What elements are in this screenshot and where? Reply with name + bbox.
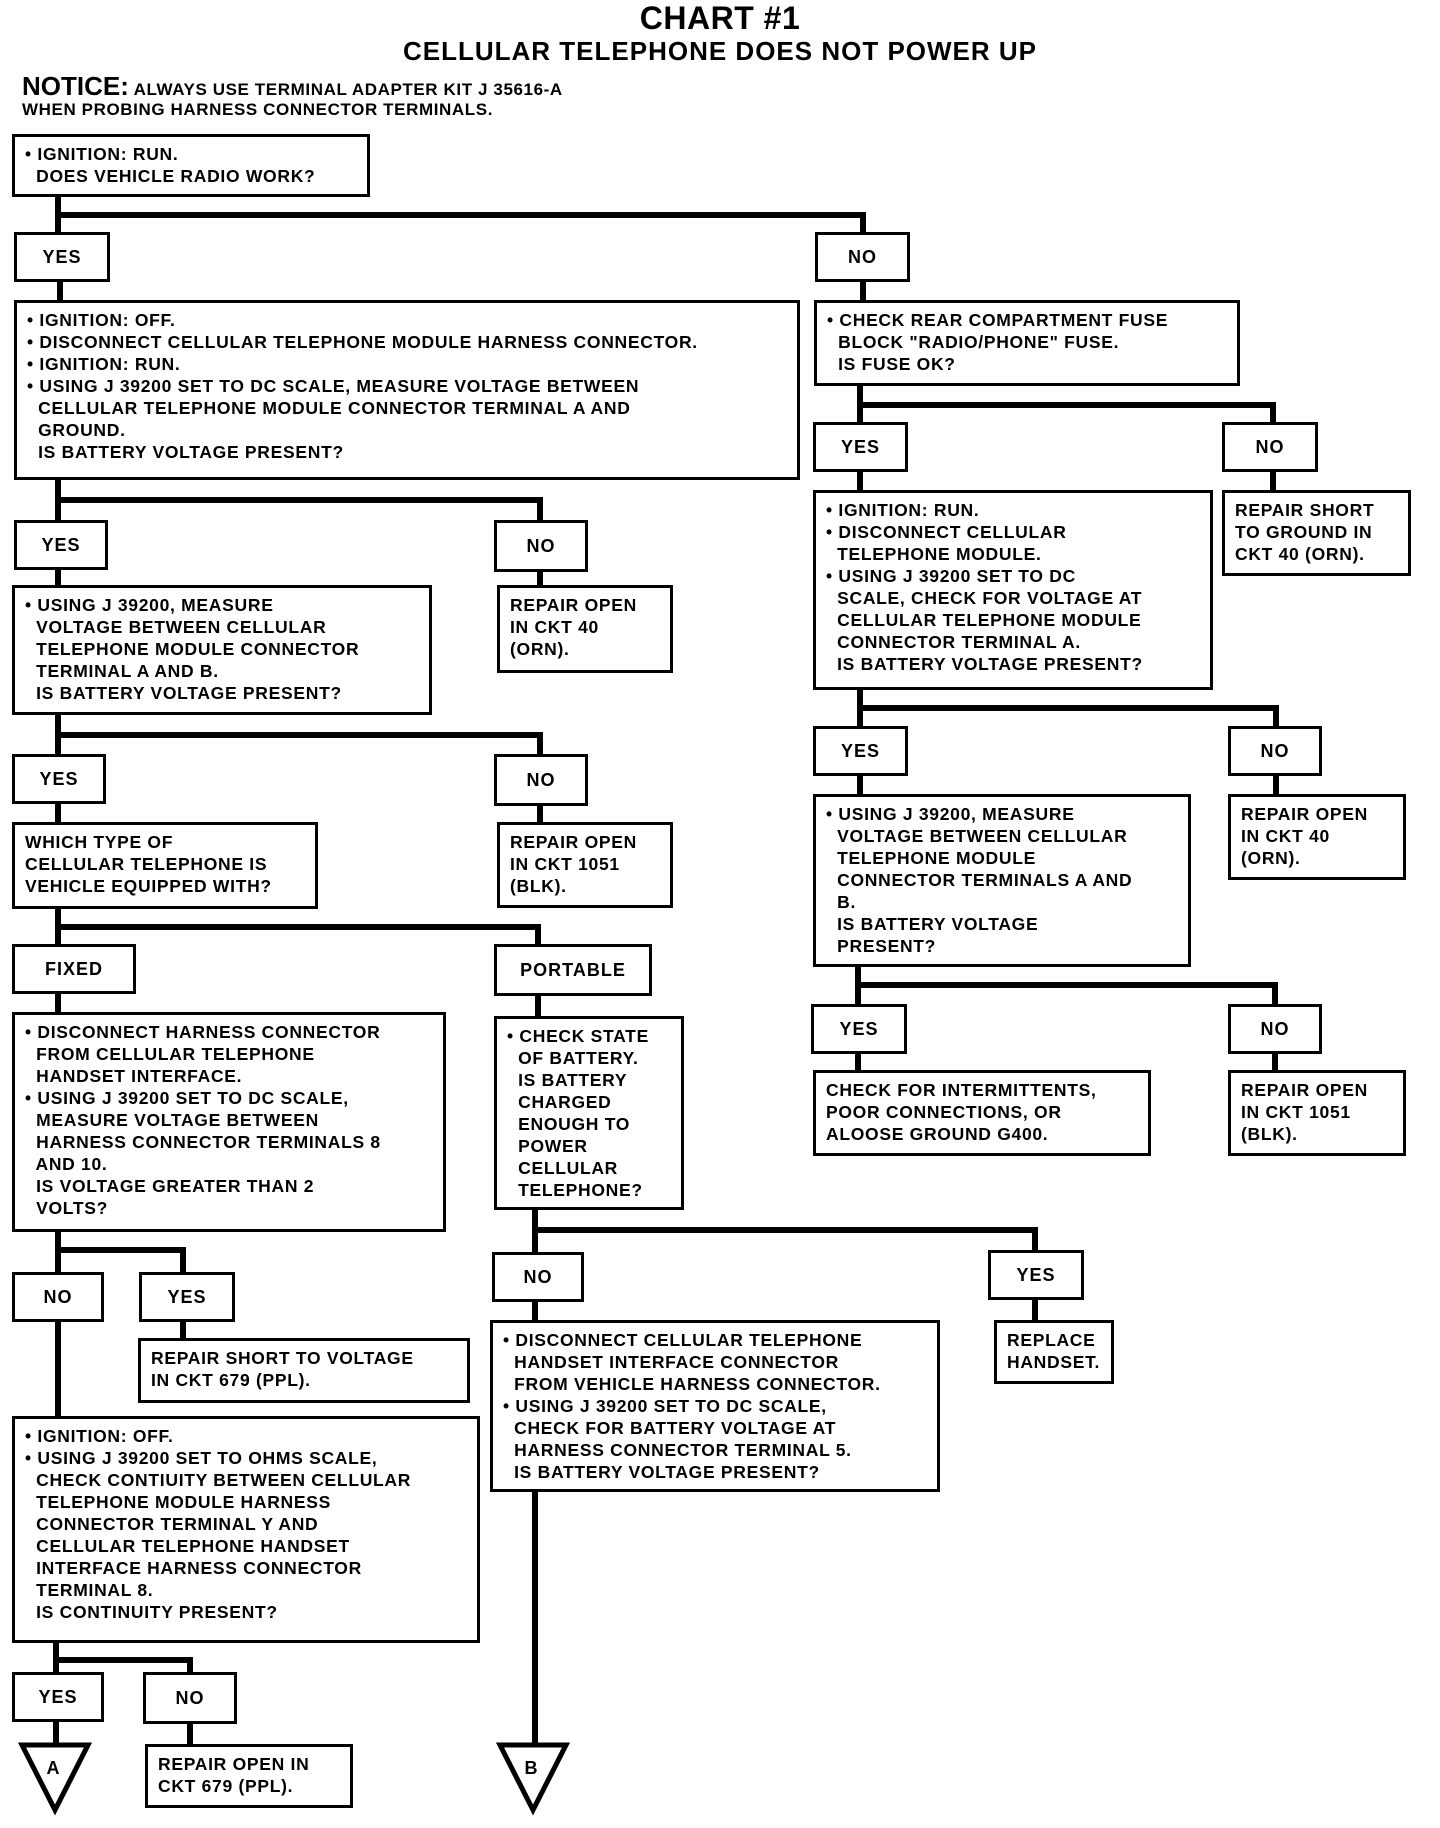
connector [55,475,543,523]
branch-no: NO [494,754,588,806]
step-ignition-run-radio: • IGNITION: RUN. DOES VEHICLE RADIO WORK… [12,134,370,197]
connector [55,709,543,757]
step-check-voltage-terminal-a: • IGNITION: RUN. • DISCONNECT CELLULAR T… [813,490,1213,690]
step-repair-open-ckt1051-b: REPAIR OPEN IN CKT 1051 (BLK). [1228,1070,1406,1156]
step-replace-handset: REPLACE HANDSET. [994,1320,1114,1384]
terminator-a-triangle [17,1742,93,1816]
connector [855,961,1278,1007]
step-repair-short-ckt679: REPAIR SHORT TO VOLTAGE IN CKT 679 (PPL)… [138,1338,470,1403]
branch-yes: YES [14,232,110,282]
step-repair-short-ckt40: REPAIR SHORT TO GROUND IN CKT 40 (ORN). [1222,490,1411,576]
branch-no: NO [492,1252,584,1302]
step-which-phone-type: WHICH TYPE OF CELLULAR TELEPHONE IS VEHI… [12,822,318,909]
terminator-b-label: B [524,1758,538,1778]
branch-yes: YES [813,422,908,472]
branch-no: NO [12,1272,104,1322]
step-check-continuity: • IGNITION: OFF. • USING J 39200 SET TO … [12,1416,480,1643]
step-check-module-voltage-ground: • IGNITION: OFF. • DISCONNECT CELLULAR T… [14,300,800,480]
step-check-battery-state: • CHECK STATE OF BATTERY. IS BATTERY CHA… [494,1016,684,1210]
branch-yes: YES [14,520,108,570]
step-measure-terminal-a-b: • USING J 39200, MEASURE VOLTAGE BETWEEN… [12,585,432,715]
branch-no: NO [143,1672,237,1724]
branch-yes: YES [12,754,106,804]
chart-subtitle: CELLULAR TELEPHONE DOES NOT POWER UP [402,36,1038,66]
notice: NOTICE: ALWAYS USE TERMINAL ADAPTER KIT … [22,73,563,120]
notice-label: NOTICE: [22,71,129,101]
step-repair-open-ckt679: REPAIR OPEN IN CKT 679 (PPL). [145,1744,353,1808]
branch-yes: YES [139,1272,235,1322]
branch-no: NO [494,520,588,572]
branch-fixed: FIXED [12,944,136,994]
branch-no: NO [1222,422,1318,472]
branch-no: NO [1228,726,1322,776]
notice-line2: WHEN PROBING HARNESS CONNECTOR TERMINALS… [22,100,494,119]
branch-portable: PORTABLE [494,944,652,996]
branch-yes: YES [811,1004,907,1054]
branch-yes: YES [988,1250,1084,1300]
connector [55,1227,186,1275]
step-repair-open-ckt1051: REPAIR OPEN IN CKT 1051 (BLK). [497,822,673,908]
step-check-intermittents: CHECK FOR INTERMITTENTS, POOR CONNECTION… [813,1070,1151,1156]
step-check-handset-terminal-5: • DISCONNECT CELLULAR TELEPHONE HANDSET … [490,1320,940,1492]
terminator-a-label: A [46,1758,60,1778]
connector [857,685,1279,729]
chart-title: CHART #1 [639,0,801,36]
connector [53,1637,193,1675]
connector [55,903,541,947]
step-check-fuse: • CHECK REAR COMPARTMENT FUSE BLOCK "RAD… [814,300,1240,386]
connector [55,192,866,235]
step-repair-open-ckt40-b: REPAIR OPEN IN CKT 40 (ORN). [1228,794,1406,880]
step-repair-open-ckt40: REPAIR OPEN IN CKT 40 (ORN). [497,585,673,673]
branch-yes: YES [12,1672,104,1722]
branch-no: NO [815,232,910,282]
step-measure-terminals-a-b: • USING J 39200, MEASURE VOLTAGE BETWEEN… [813,794,1191,967]
branch-no: NO [1228,1004,1322,1054]
connector [532,1205,1038,1253]
notice-line1: ALWAYS USE TERMINAL ADAPTER KIT J 35616-… [128,80,563,99]
branch-yes: YES [813,726,908,776]
connector [857,381,1276,425]
terminator-b-triangle [495,1742,571,1816]
step-measure-terminals-8-10: • DISCONNECT HARNESS CONNECTOR FROM CELL… [12,1012,446,1232]
